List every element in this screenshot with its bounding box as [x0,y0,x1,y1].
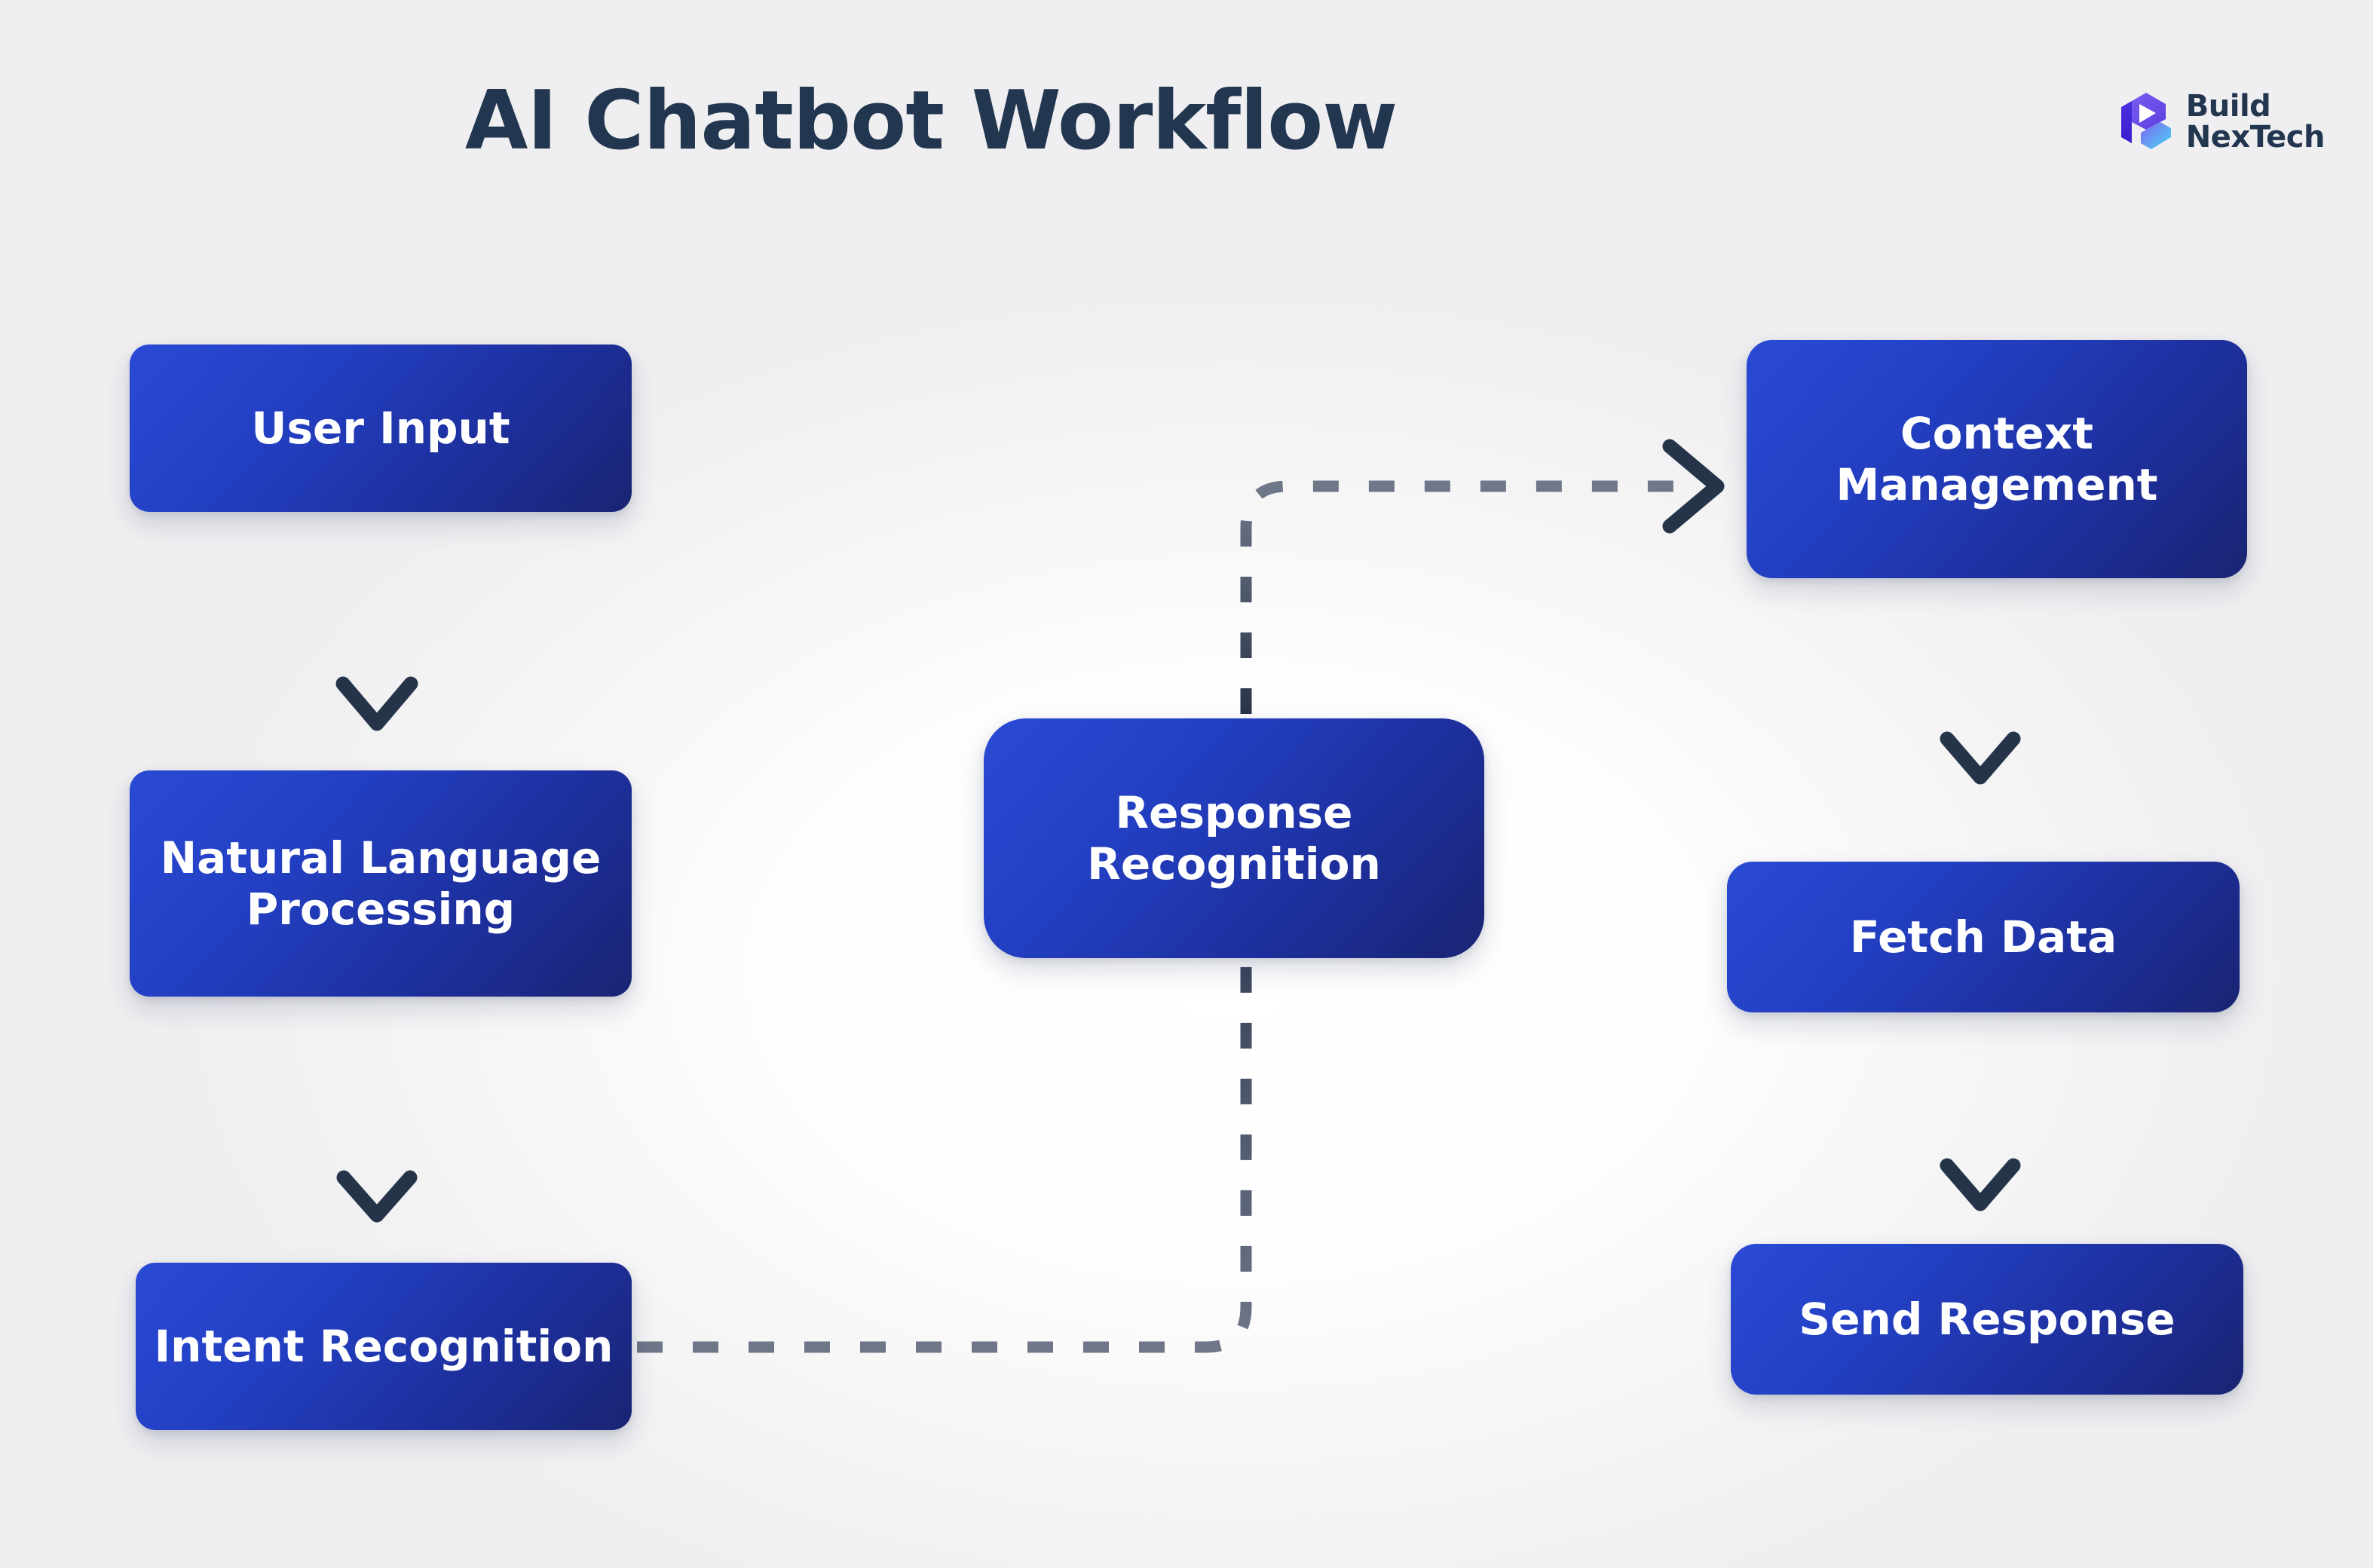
logo-line-2: NexTech [2185,120,2326,155]
node-natural-language-processing[interactable]: Natural Language Processing [130,770,632,997]
node-response-label: Response Recognition [1087,787,1381,890]
node-nlp-label: Natural Language Processing [161,832,602,936]
node-response-label-line-2: Recognition [1087,838,1381,890]
node-user-input[interactable]: User Input [130,345,632,512]
node-context-management[interactable]: Context Management [1747,340,2247,578]
brand-logo: Build NexTech [2118,89,2326,155]
node-response-recognition[interactable]: Response Recognition [984,718,1484,958]
hexagon-b-logo-icon [2120,93,2171,149]
node-user-input-label: User Input [251,402,510,454]
logo-line-1: Build [2185,89,2271,124]
page-title: AI Chatbot Workflow [464,74,1398,168]
node-context-label-line-1: Context [1900,407,2093,459]
edge-response-to-context [1240,439,1725,714]
logo-wordmark: Build NexTech [2185,89,2326,155]
node-intent-recognition[interactable]: Intent Recognition [136,1263,632,1430]
node-context-label: Context Management [1836,408,2158,511]
edge-user-input-to-nlp [335,556,418,731]
node-nlp-label-line-1: Natural Language [160,831,602,884]
edge-nlp-to-intent [336,1055,418,1223]
node-context-label-line-2: Management [1836,459,2158,510]
node-send-label: Send Response [1799,1293,2176,1345]
edge-fetch-to-send [1940,1046,2021,1211]
node-intent-label: Intent Recognition [154,1320,614,1372]
edge-intent-to-response [637,963,1252,1353]
node-send-response[interactable]: Send Response [1731,1244,2243,1395]
node-fetch-data[interactable]: Fetch Data [1727,862,2240,1012]
node-nlp-label-line-2: Processing [246,884,516,935]
edge-context-to-fetch [1940,612,2021,785]
node-response-label-line-1: Response [1115,786,1353,838]
node-fetch-label: Fetch Data [1849,911,2117,963]
